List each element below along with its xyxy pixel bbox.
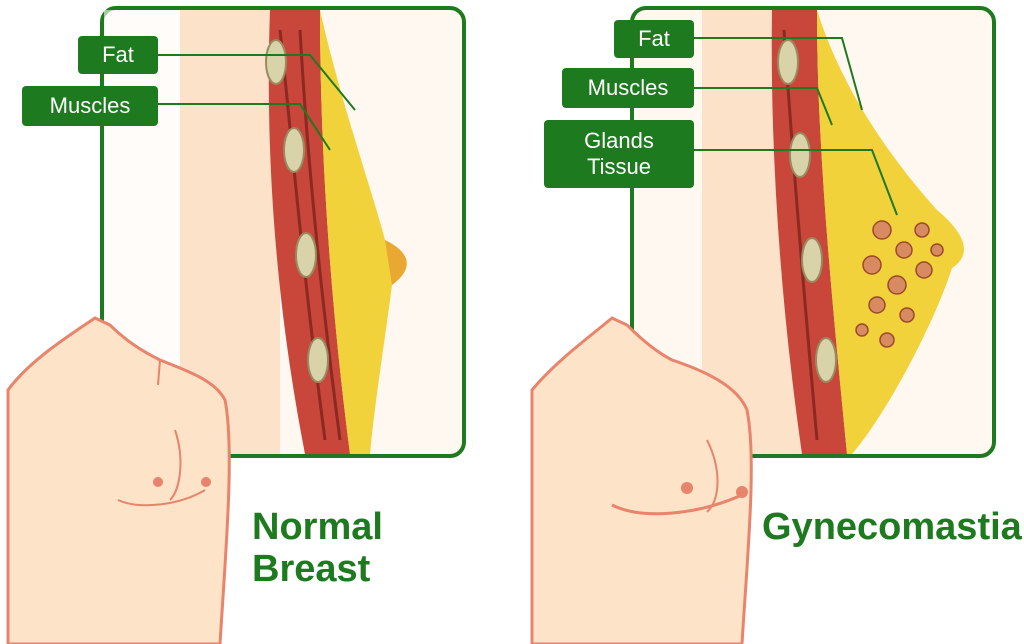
fat-layer bbox=[320, 10, 405, 454]
gynecomastia-panel: Fat Muscles Glands Tissue Gynecomastia bbox=[512, 0, 1024, 644]
nipple bbox=[153, 477, 163, 487]
gynecomastia-caption: Gynecomastia bbox=[762, 506, 1022, 548]
rib bbox=[777, 39, 799, 85]
normal-breast-caption: Normal Breast bbox=[252, 506, 383, 590]
rib bbox=[265, 39, 287, 85]
rib bbox=[307, 337, 329, 383]
nipple bbox=[681, 482, 693, 494]
nipple bbox=[736, 486, 748, 498]
gynecomastia-illustration bbox=[530, 6, 996, 644]
fat-label: Fat bbox=[614, 20, 694, 58]
muscles-label: Muscles bbox=[22, 86, 158, 126]
gland-tissue bbox=[855, 220, 944, 348]
nipple bbox=[201, 477, 211, 487]
rib bbox=[295, 232, 317, 278]
torso bbox=[6, 316, 231, 644]
rib bbox=[815, 337, 837, 383]
glands-tissue-label: Glands Tissue bbox=[544, 120, 694, 188]
normal-breast-panel: Fat Muscles Normal Breast bbox=[6, 6, 466, 644]
rib bbox=[801, 237, 823, 283]
rib bbox=[283, 127, 305, 173]
normal-breast-illustration bbox=[6, 6, 466, 644]
fat-label: Fat bbox=[78, 36, 158, 74]
rib bbox=[789, 132, 811, 178]
muscles-label: Muscles bbox=[562, 68, 694, 108]
torso bbox=[530, 316, 753, 644]
